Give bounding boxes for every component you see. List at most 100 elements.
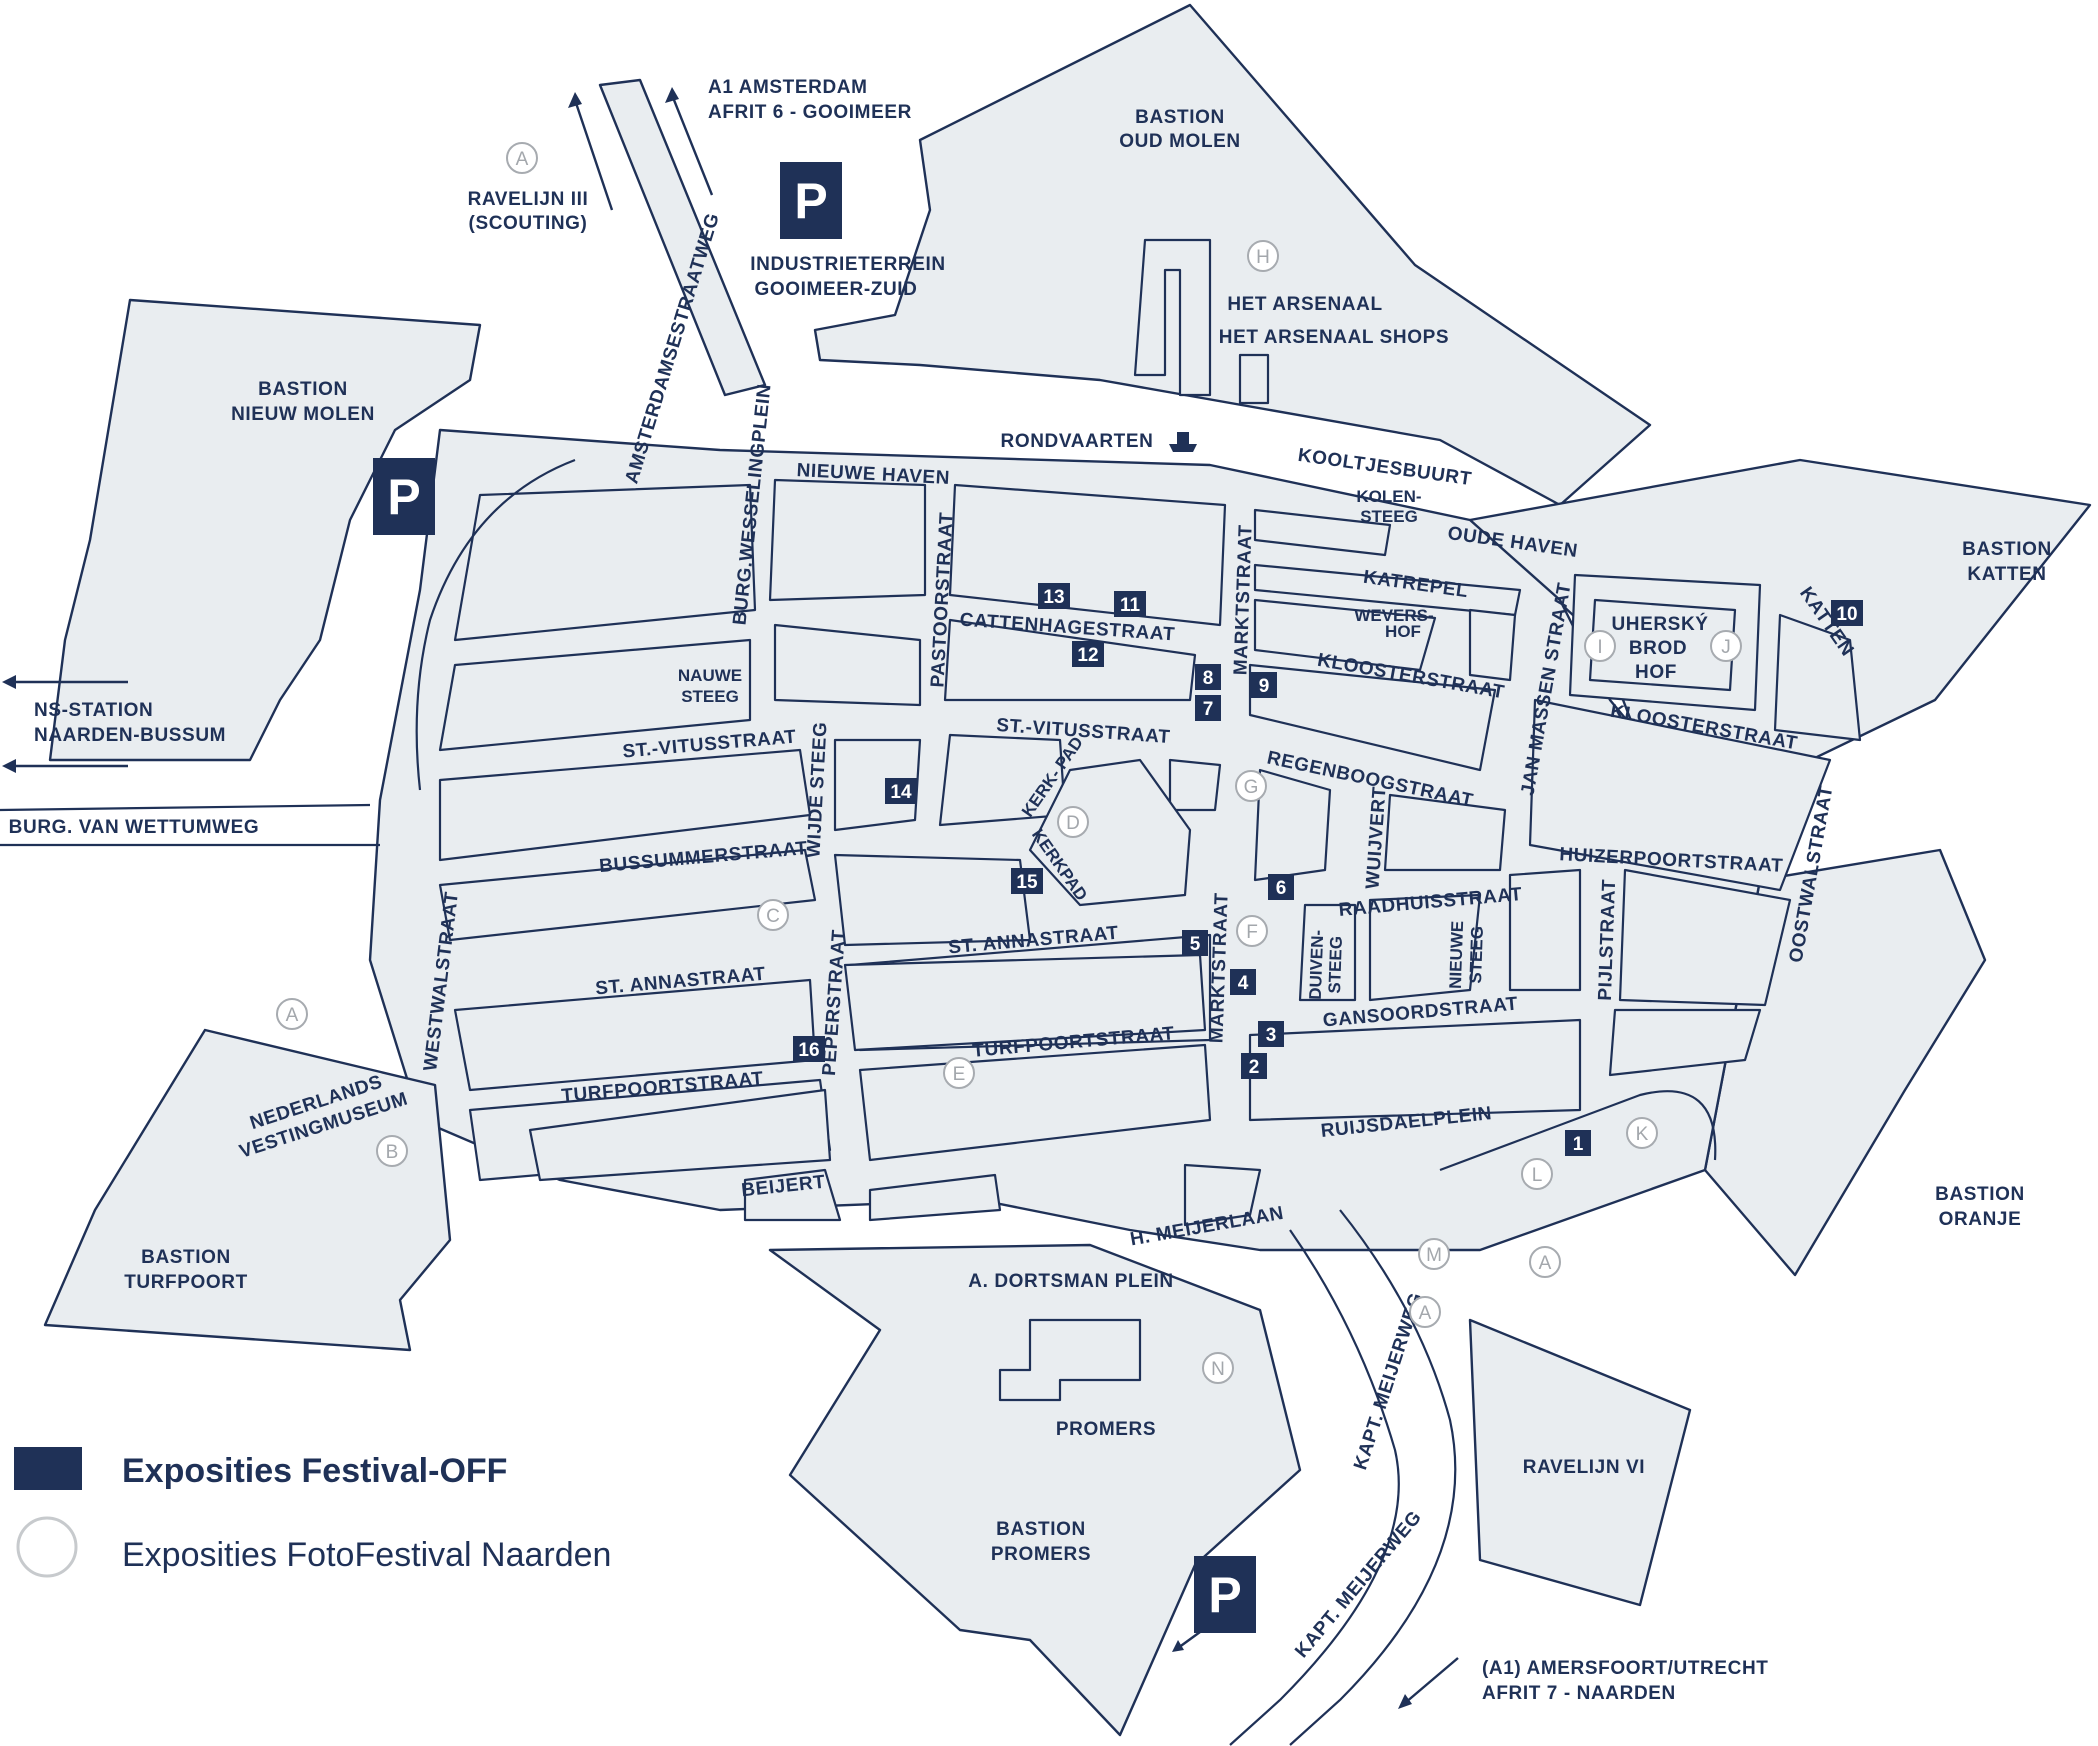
bastion-oranje-l1: BASTION	[1935, 1184, 2025, 1205]
svg-text:4: 4	[1238, 973, 1249, 994]
svg-text:B: B	[386, 1142, 399, 1163]
marker-foto-a-3[interactable]: A	[1529, 1246, 1561, 1278]
street-duivensteeg-l1: DUIVEN-	[1306, 930, 1327, 1001]
svg-text:A: A	[1419, 1303, 1432, 1324]
boat-icon	[1169, 432, 1197, 452]
svg-text:7: 7	[1203, 699, 1214, 720]
marker-off-16[interactable]: 16	[793, 1036, 825, 1062]
street-kolensteeg-l2: STEEG	[1360, 507, 1418, 526]
promers-label: PROMERS	[1056, 1419, 1156, 1440]
svg-text:C: C	[766, 906, 780, 927]
svg-text:D: D	[1066, 813, 1080, 834]
roads	[0, 458, 1717, 1746]
svg-text:15: 15	[1016, 872, 1038, 893]
svg-text:P: P	[794, 173, 827, 229]
street-nieuwe-steeg-l2: STEEG	[1466, 926, 1487, 984]
bastion-nieuw-molen-l2: NIEUW MOLEN	[231, 404, 375, 425]
uhersky-l3: HOF	[1635, 662, 1677, 683]
bastion-katten-l1: BASTION	[1962, 539, 2052, 560]
street-kooltjesbuurt: KOOLTJESBUURT	[1297, 445, 1474, 490]
street-a-dortsman-plein: A. DORTSMAN PLEIN	[968, 1271, 1173, 1292]
marker-foto-n[interactable]: N	[1202, 1352, 1234, 1384]
svg-text:8: 8	[1203, 668, 1214, 689]
marker-off-8[interactable]: 8	[1195, 664, 1221, 690]
marker-off-11[interactable]: 11	[1114, 591, 1146, 617]
marker-foto-b[interactable]: B	[376, 1135, 408, 1167]
svg-text:16: 16	[798, 1040, 819, 1061]
street-nauwe-steeg-l2: STEEG	[681, 687, 739, 706]
marker-off-1[interactable]: 1	[1565, 1130, 1591, 1156]
marker-off-12[interactable]: 12	[1072, 641, 1104, 667]
marker-foto-i[interactable]: I	[1584, 630, 1616, 662]
arsenaal-shops-label: HET ARSENAAL SHOPS	[1219, 327, 1449, 348]
marker-off-6[interactable]: 6	[1268, 874, 1294, 900]
legend-off-label: Exposities Festival-OFF	[122, 1452, 507, 1490]
industrie-l1: INDUSTRIETERREIN	[750, 254, 945, 275]
svg-text:A: A	[286, 1005, 299, 1026]
street-kapt-meijerweg-2: KAPT. MEIJERWEG	[1291, 1507, 1426, 1662]
marker-foto-l[interactable]: L	[1521, 1158, 1553, 1190]
bastion-promers-l1: BASTION	[996, 1519, 1086, 1540]
parking-south: P	[1194, 1556, 1256, 1633]
legend-foto-swatch	[16, 1516, 78, 1578]
bastion-oud-molen-l1: BASTION	[1135, 107, 1225, 128]
svg-text:I: I	[1597, 637, 1602, 658]
marker-foto-a-2[interactable]: A	[276, 998, 308, 1030]
svg-text:M: M	[1426, 1245, 1442, 1266]
marker-foto-c[interactable]: C	[757, 899, 789, 931]
marker-off-10[interactable]: 10	[1831, 600, 1863, 626]
svg-text:3: 3	[1266, 1025, 1277, 1046]
marker-foto-d[interactable]: D	[1057, 806, 1089, 838]
street-nieuwe-steeg-l1: NIEUWE	[1446, 920, 1467, 989]
svg-text:14: 14	[890, 782, 912, 803]
svg-text:L: L	[1532, 1165, 1543, 1186]
festival-off-markers: 1 2 3 4 5 6 7 8 9 10 11 12 13 14 15 16	[793, 583, 1863, 1156]
svg-text:F: F	[1246, 922, 1258, 943]
svg-text:N: N	[1211, 1359, 1225, 1380]
marker-off-2[interactable]: 2	[1241, 1053, 1267, 1079]
marker-foto-k[interactable]: K	[1626, 1117, 1658, 1149]
wevershof-l1: WEVERS-	[1354, 606, 1433, 625]
uhersky-l1: UHERSKÝ	[1611, 613, 1708, 635]
marker-foto-g[interactable]: G	[1235, 770, 1267, 802]
uhersky-l2: BROD	[1629, 638, 1687, 659]
svg-text:P: P	[1208, 1567, 1241, 1623]
marker-foto-m[interactable]: M	[1418, 1238, 1450, 1270]
svg-text:10: 10	[1836, 604, 1857, 625]
street-blocks	[438, 238, 1862, 1402]
marker-foto-e[interactable]: E	[943, 1057, 975, 1089]
svg-text:13: 13	[1043, 587, 1064, 608]
bastion-promers-l2: PROMERS	[991, 1544, 1091, 1565]
svg-text:9: 9	[1259, 676, 1270, 697]
street-kolensteeg-l1: KOLEN-	[1356, 487, 1421, 506]
marker-foto-j[interactable]: J	[1710, 630, 1742, 662]
marker-foto-h[interactable]: H	[1247, 240, 1279, 272]
arsenaal-label: HET ARSENAAL	[1227, 294, 1382, 315]
svg-text:K: K	[1636, 1124, 1649, 1145]
ravelijn-iii-l2: (SCOUTING)	[469, 213, 588, 234]
amsterdam-l2: AFRIT 6 - GOOIMEER	[708, 102, 912, 123]
marker-foto-a-1[interactable]: A	[506, 142, 538, 174]
amsterdam-l1: A1 AMSTERDAM	[708, 77, 868, 98]
marker-off-14[interactable]: 14	[885, 778, 917, 804]
marker-foto-a-4[interactable]: A	[1409, 1296, 1441, 1328]
marker-off-4[interactable]: 4	[1230, 969, 1256, 995]
marker-off-9[interactable]: 9	[1251, 672, 1277, 698]
marker-off-3[interactable]: 3	[1258, 1021, 1284, 1047]
marker-foto-f[interactable]: F	[1236, 915, 1268, 947]
marker-off-15[interactable]: 15	[1011, 868, 1043, 894]
bastion-nieuw-molen-l1: BASTION	[258, 379, 348, 400]
fotofestival-markers: A A A A B C D E F G H I J K L M N	[276, 142, 1742, 1384]
bastion-turfpoort-l2: TURFPOORT	[124, 1272, 248, 1293]
street-duivensteeg-l2: STEEG	[1325, 936, 1346, 994]
svg-text:J: J	[1721, 637, 1731, 658]
direction-arrows	[2, 87, 1459, 1709]
marker-off-13[interactable]: 13	[1038, 583, 1070, 609]
bastion-oranje-l2: ORANJE	[1939, 1209, 2022, 1230]
marker-off-5[interactable]: 5	[1182, 930, 1208, 956]
marker-off-7[interactable]: 7	[1195, 695, 1221, 721]
svg-text:5: 5	[1190, 934, 1201, 955]
legend-off-swatch	[14, 1447, 82, 1490]
direction-labels: A1 AMSTERDAM AFRIT 6 - GOOIMEER NS-STATI…	[34, 77, 1768, 1704]
svg-text:12: 12	[1077, 645, 1098, 666]
